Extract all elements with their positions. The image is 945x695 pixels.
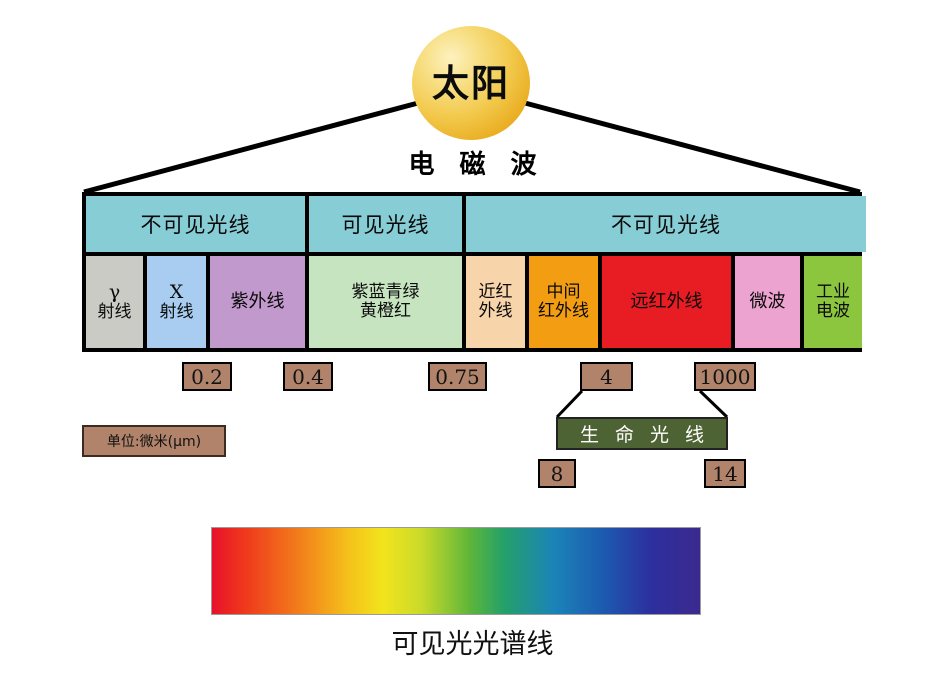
- spectrum-band-label-line1: 中间: [546, 281, 581, 302]
- spectrum-band-4: 近红外线: [466, 256, 529, 348]
- visible-spectrum-caption: 可见光光谱线: [391, 629, 554, 660]
- spectrum-band-label-line1: 远红外线: [630, 290, 703, 312]
- wavelength-chip-4: 1000: [694, 362, 756, 391]
- leader-left-line: [555, 389, 584, 419]
- visibility-band-row: 不可见光线 可见光线 不可见光线: [86, 196, 866, 252]
- spectrum-band-2: 紫外线: [210, 256, 309, 348]
- spectrum-band-6: 远红外线: [602, 256, 735, 348]
- life-range-chip-0: 8: [538, 459, 576, 488]
- unit-note: 单位:微米(μm): [82, 425, 226, 457]
- wavelength-chip-1: 0.4: [283, 362, 333, 391]
- sun-circle: 太阳: [412, 26, 530, 140]
- spectrum-band-label-line2: 电波: [816, 301, 850, 321]
- spectrum-band-label-line2: 黄橙红: [360, 301, 411, 321]
- spectrum-band-label-line1: 近红: [478, 281, 513, 302]
- wavelength-chip-3: 4: [580, 362, 633, 391]
- spectrum-band-label-line2: 红外线: [538, 301, 589, 321]
- visibility-band-1: 可见光线: [309, 196, 466, 252]
- wavelength-chip-0: 0.2: [182, 362, 232, 391]
- spectrum-band-label-line1: γ: [108, 280, 121, 303]
- visibility-band-label: 不可见光线: [140, 213, 251, 237]
- wavelength-chip-value: 1000: [699, 364, 751, 389]
- wavelength-chip-value: 0.2: [191, 364, 223, 389]
- spectrum-band-label-line1: 紫外线: [230, 290, 285, 312]
- spectrum-band-label-line1: 紫蓝青绿: [351, 281, 420, 302]
- visibility-band-label: 不可见光线: [611, 213, 721, 237]
- spectrum-band-label-line1: X: [169, 280, 184, 303]
- leader-right-line: [698, 389, 729, 419]
- band-divider: [86, 252, 858, 256]
- spectrum-band-label-line1: 微波: [749, 290, 786, 312]
- life-ray-label: 生 命 光 线: [579, 424, 710, 446]
- spectrum-band-7: 微波: [735, 256, 804, 348]
- life-ray-box: 生 命 光 线: [556, 417, 728, 450]
- spectrum-band-label-line2: 外线: [478, 301, 513, 321]
- electromagnetic-wave-title: 电 磁 波: [408, 150, 545, 180]
- visible-spectrum-bar: [211, 527, 701, 615]
- wavelength-chip-value: 4: [600, 364, 613, 389]
- wavelength-chip-value: 0.4: [292, 364, 324, 389]
- life-range-chip-value: 14: [712, 461, 738, 486]
- visibility-band-0: 不可见光线: [86, 196, 309, 252]
- spectrum-band-label-line1: 工业: [816, 281, 850, 302]
- life-range-chip-value: 8: [550, 461, 564, 486]
- spectrum-band-5: 中间红外线: [529, 256, 602, 348]
- spectrum-band-3: 紫蓝青绿黄橙红: [309, 256, 466, 348]
- sun-label: 太阳: [432, 60, 510, 105]
- unit-note-label: 单位:微米(μm): [106, 434, 202, 450]
- life-range-chip-1: 14: [704, 459, 746, 488]
- visibility-band-2: 不可见光线: [466, 196, 866, 252]
- spectrum-band-8: 工业电波: [804, 256, 862, 348]
- visibility-band-label: 可见光线: [341, 213, 430, 237]
- wavelength-chip-value: 0.75: [435, 364, 480, 389]
- spectrum-band-label-line2: 射线: [97, 302, 132, 323]
- wavelength-chip-2: 0.75: [428, 362, 487, 391]
- spectrum-band-label-line2: 射线: [159, 302, 194, 323]
